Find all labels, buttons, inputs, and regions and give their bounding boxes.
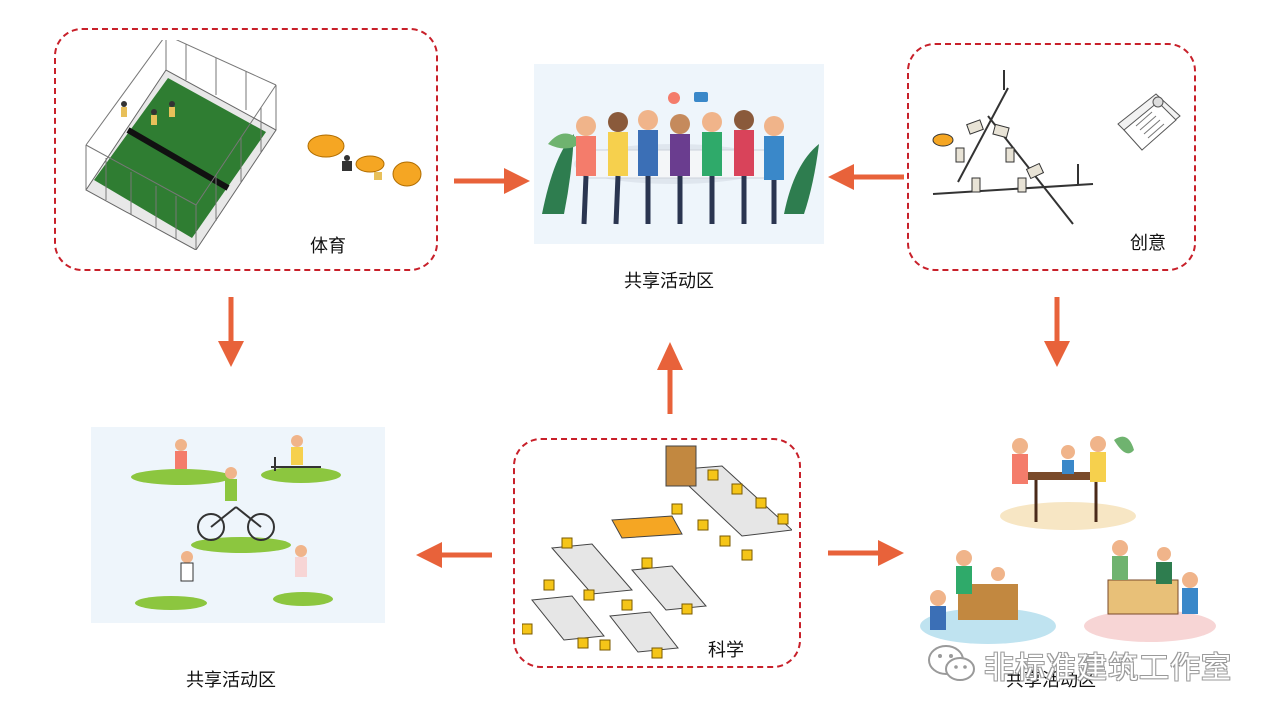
shared-activity-top-illustration [534,64,824,244]
shared-activity-bottom-left-illustration [91,427,385,623]
arrow-science-to-shared-top [655,340,685,416]
shared-activity-top-label: 共享活动区 [624,267,714,293]
arrow-sports-to-shared-bottom-left [216,295,246,369]
sports-label: 体育 [310,232,346,258]
arrow-creative-to-shared-top [826,162,906,192]
arrow-sports-to-shared-top [452,166,532,196]
shared-activity-bottom-left-label: 共享活动区 [186,666,276,692]
sports-discs-illustration [304,128,424,198]
sports-court-illustration [76,40,286,250]
wechat-icon [926,642,978,686]
arrow-science-to-shared-bottom-left [414,540,494,570]
arrow-creative-to-shared-bottom-right [1042,295,1072,369]
creative-lamp-illustration [928,66,1098,232]
arrow-science-to-shared-bottom-right [826,538,906,568]
watermark-text: 非标准建筑工作室 [984,643,1232,687]
creative-device-illustration [1116,90,1182,156]
science-tables-illustration [522,440,792,662]
science-label: 科学 [708,636,744,662]
creative-label: 创意 [1130,229,1166,255]
shared-activity-bottom-right-illustration [918,430,1218,650]
watermark: 非标准建筑工作室 [922,640,1252,686]
